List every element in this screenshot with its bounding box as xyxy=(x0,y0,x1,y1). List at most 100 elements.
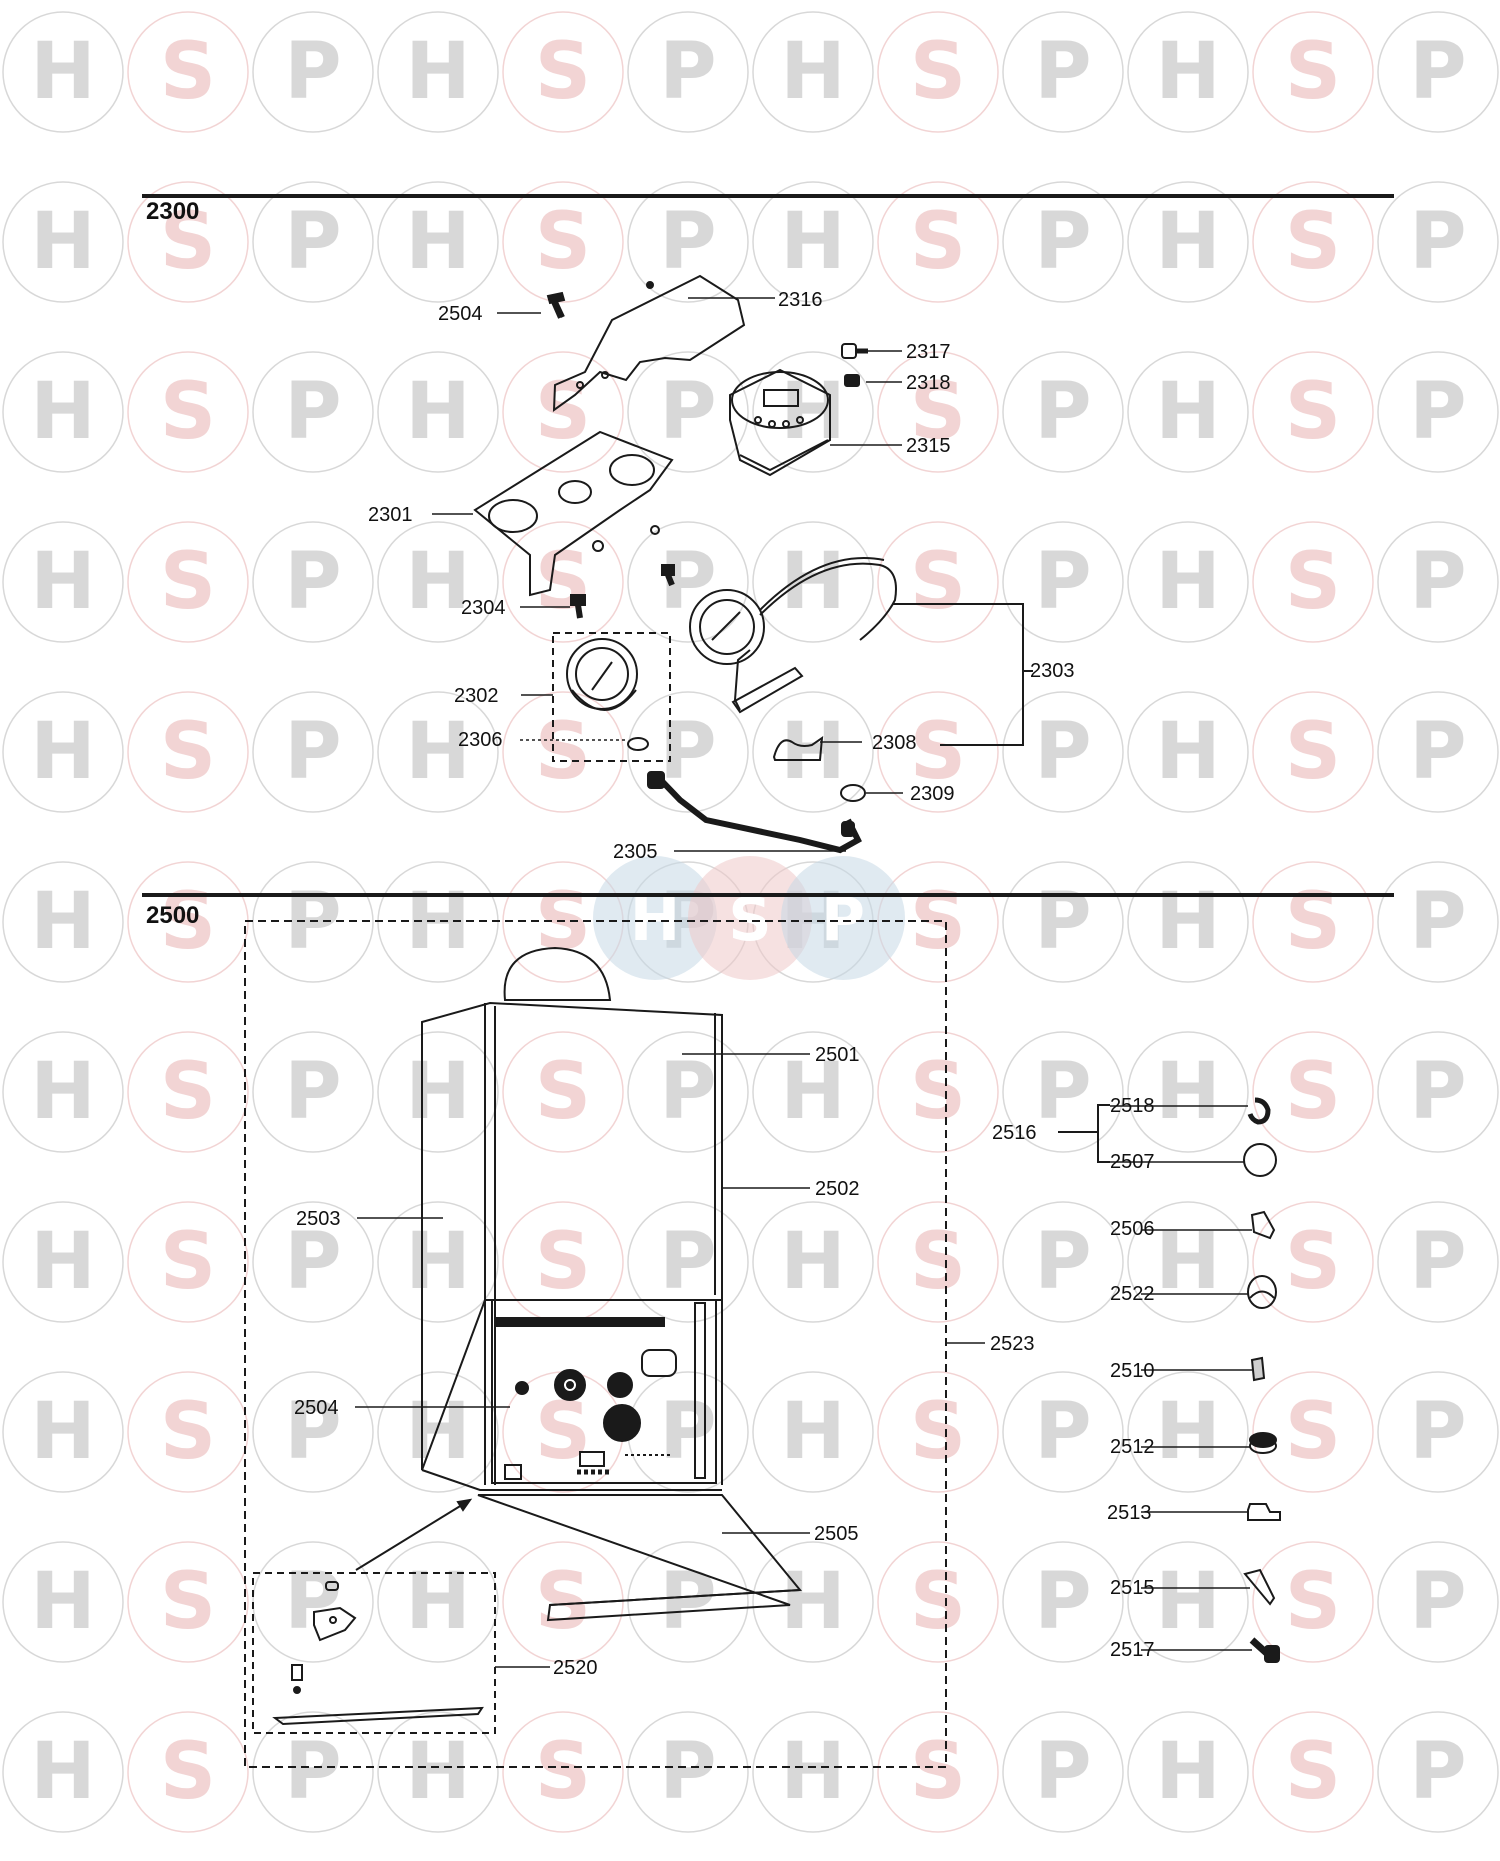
watermark-letter: P xyxy=(1409,707,1466,797)
oring-2309 xyxy=(840,784,866,802)
watermark-circle xyxy=(1252,521,1374,643)
watermark-letter: P xyxy=(284,707,341,797)
part-label-2513: 2513 xyxy=(1107,1502,1152,1524)
watermark-letter: P xyxy=(284,27,341,117)
watermark-circle xyxy=(502,521,624,643)
part-label-2305: 2305 xyxy=(613,841,658,863)
watermark-letter: H xyxy=(30,1557,95,1647)
part-label-2510: 2510 xyxy=(1110,1360,1155,1382)
watermark-letter: H xyxy=(30,1217,95,1307)
watermark-circle xyxy=(127,521,249,643)
section-2300-title: 2300 xyxy=(146,198,200,225)
watermark-circle xyxy=(252,1201,374,1323)
clip-2308 xyxy=(772,735,824,761)
watermark-letter: P xyxy=(284,1217,341,1307)
watermark-letter: H xyxy=(405,27,470,117)
watermark-letter: S xyxy=(1285,367,1341,457)
part-label-2506: 2506 xyxy=(1110,1218,1155,1240)
watermark-letter: S xyxy=(910,1217,966,1307)
watermark-letter: H xyxy=(405,537,470,627)
gauge-group-box-2302 xyxy=(552,632,671,762)
panel-2301 xyxy=(473,430,674,597)
watermark-circle xyxy=(627,351,749,473)
watermark-letter: H xyxy=(405,1387,470,1477)
watermark-letter: H xyxy=(1155,197,1220,287)
watermark-letter: S xyxy=(910,27,966,117)
watermark-circle xyxy=(627,181,749,303)
part-label-2518: 2518 xyxy=(1110,1095,1155,1117)
watermark-letter: H xyxy=(1155,1557,1220,1647)
watermark-circle xyxy=(2,1031,124,1153)
watermark-circle xyxy=(377,1711,499,1833)
watermark-letter: S xyxy=(160,1047,216,1137)
watermark-letter: S xyxy=(535,1387,591,1477)
watermark-circle xyxy=(1002,1711,1124,1833)
watermark-letter: P xyxy=(1034,1047,1091,1137)
part-label-2302: 2302 xyxy=(454,685,499,707)
watermark-letter: H xyxy=(1155,1387,1220,1477)
part-label-2517: 2517 xyxy=(1110,1639,1155,1661)
watermark-circle xyxy=(502,1711,624,1833)
watermark-circle xyxy=(127,1371,249,1493)
watermark-letter: S xyxy=(535,1557,591,1647)
watermark-circle xyxy=(502,351,624,473)
part-label-2504: 2504 xyxy=(294,1397,339,1419)
watermark-circle xyxy=(1252,351,1374,473)
part-label-2523: 2523 xyxy=(990,1333,1035,1355)
watermark-letter: S xyxy=(910,1047,966,1137)
watermark-circle xyxy=(2,521,124,643)
watermark-circle xyxy=(127,351,249,473)
watermark-letter: H xyxy=(780,707,845,797)
watermark-letter: P xyxy=(659,1557,716,1647)
watermark-letter: H xyxy=(405,1217,470,1307)
watermark-letter: H xyxy=(30,1387,95,1477)
part-2513 xyxy=(1247,1503,1281,1521)
part-label-2502: 2502 xyxy=(815,1178,860,1200)
watermark-circle xyxy=(2,351,124,473)
watermark-letter: H xyxy=(780,1727,845,1817)
watermark-circle xyxy=(502,181,624,303)
bush-2512 xyxy=(1249,1432,1277,1454)
pipe-2305 xyxy=(647,771,862,854)
watermark-circle xyxy=(877,521,999,643)
watermark-letter: H xyxy=(1155,1727,1220,1817)
watermark-letter: P xyxy=(1034,1217,1091,1307)
watermark-letter: H xyxy=(780,27,845,117)
watermark-circle xyxy=(1377,1541,1499,1663)
part-label-2301: 2301 xyxy=(368,504,413,526)
watermark-circle xyxy=(2,1541,124,1663)
watermark-letter: H xyxy=(780,1387,845,1477)
watermark-letter: S xyxy=(1285,1217,1341,1307)
watermark-letter: H xyxy=(1155,1047,1220,1137)
watermark-circle xyxy=(1127,351,1249,473)
watermark-circle xyxy=(1127,521,1249,643)
watermark-letter: H xyxy=(780,1217,845,1307)
watermark-letter: P xyxy=(1034,537,1091,627)
watermark-circle xyxy=(252,181,374,303)
watermark-circle xyxy=(377,1371,499,1493)
watermark-circle xyxy=(1127,861,1249,983)
watermark-circle xyxy=(1252,11,1374,133)
watermark-circle xyxy=(627,1201,749,1323)
watermark-letter: P xyxy=(1409,1387,1466,1477)
watermark-circle xyxy=(1377,1711,1499,1833)
timer-2315 xyxy=(729,368,831,477)
watermark-letter: P xyxy=(1409,1727,1466,1817)
watermark-letter: H xyxy=(780,1047,845,1137)
watermark-letter: S xyxy=(535,1217,591,1307)
watermark-letter: S xyxy=(1285,27,1341,117)
watermark-letter: S xyxy=(1285,197,1341,287)
watermark-circle xyxy=(1377,1201,1499,1323)
watermark-circle xyxy=(1252,1371,1374,1493)
watermark-circle xyxy=(1002,11,1124,133)
watermark-circle xyxy=(877,1541,999,1663)
watermark-letter: H xyxy=(1155,707,1220,797)
watermark-circle xyxy=(627,1031,749,1153)
watermark-letter: H xyxy=(405,1047,470,1137)
screw-2304 xyxy=(570,564,675,619)
watermark-letter: H xyxy=(30,197,95,287)
watermark-letter: H xyxy=(780,1557,845,1647)
